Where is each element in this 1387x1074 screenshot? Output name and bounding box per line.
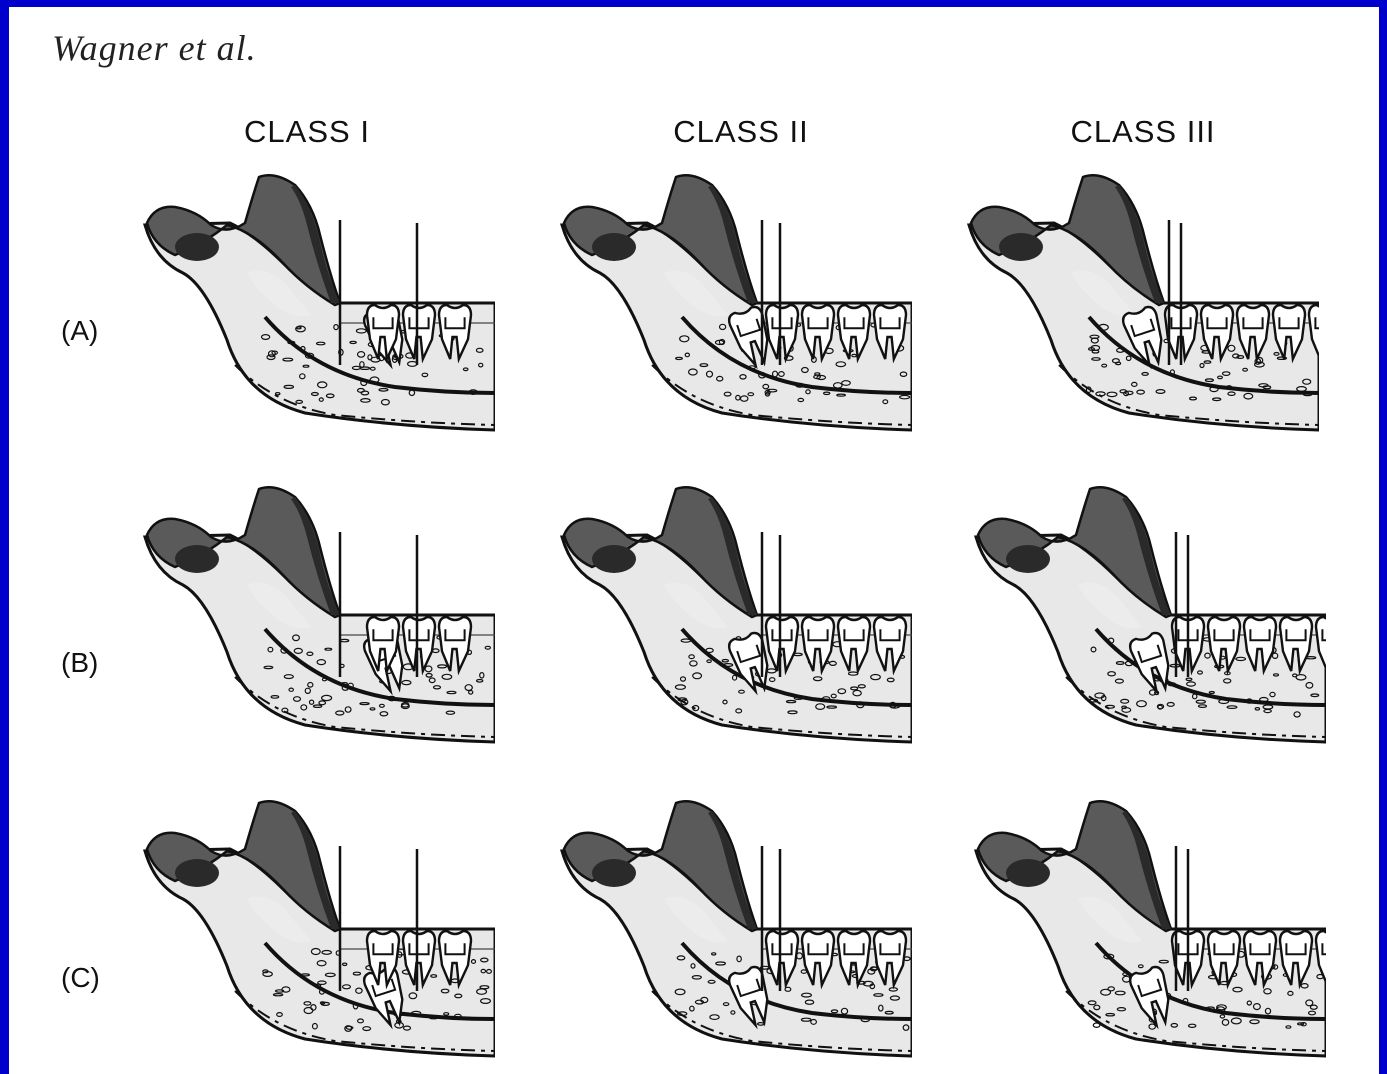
author-citation: Wagner et al. xyxy=(52,27,257,69)
mandible-diagram-class3-c xyxy=(966,791,1326,1061)
column-header-class-1: CLASS I xyxy=(157,114,457,150)
mandible-diagram-class2-c xyxy=(552,791,912,1061)
mandible-svg xyxy=(135,791,495,1061)
mandible-svg xyxy=(552,477,912,747)
mandible-svg xyxy=(966,791,1326,1061)
mandible-diagram-class1-a xyxy=(135,165,495,435)
mandible-svg xyxy=(135,165,495,435)
column-header-class-3: CLASS III xyxy=(993,114,1293,150)
mandible-diagram-class3-b xyxy=(966,477,1326,747)
row-label-c: (C) xyxy=(61,962,100,994)
mandible-svg xyxy=(966,477,1326,747)
mandible-diagram-class1-c xyxy=(135,791,495,1061)
mandible-svg xyxy=(552,165,912,435)
slide: Wagner et al. CLASS I CLASS II CLASS III… xyxy=(9,7,1379,1074)
mandible-diagram-class2-b xyxy=(552,477,912,747)
row-label-b: (B) xyxy=(61,647,98,679)
mandible-svg xyxy=(552,791,912,1061)
mandible-svg xyxy=(135,477,495,747)
mandible-svg xyxy=(959,165,1319,435)
mandible-diagram-class1-b xyxy=(135,477,495,747)
column-header-class-2: CLASS II xyxy=(591,114,891,150)
mandible-diagram-class3-a xyxy=(959,165,1319,435)
mandible-diagram-class2-a xyxy=(552,165,912,435)
row-label-a: (A) xyxy=(61,315,98,347)
